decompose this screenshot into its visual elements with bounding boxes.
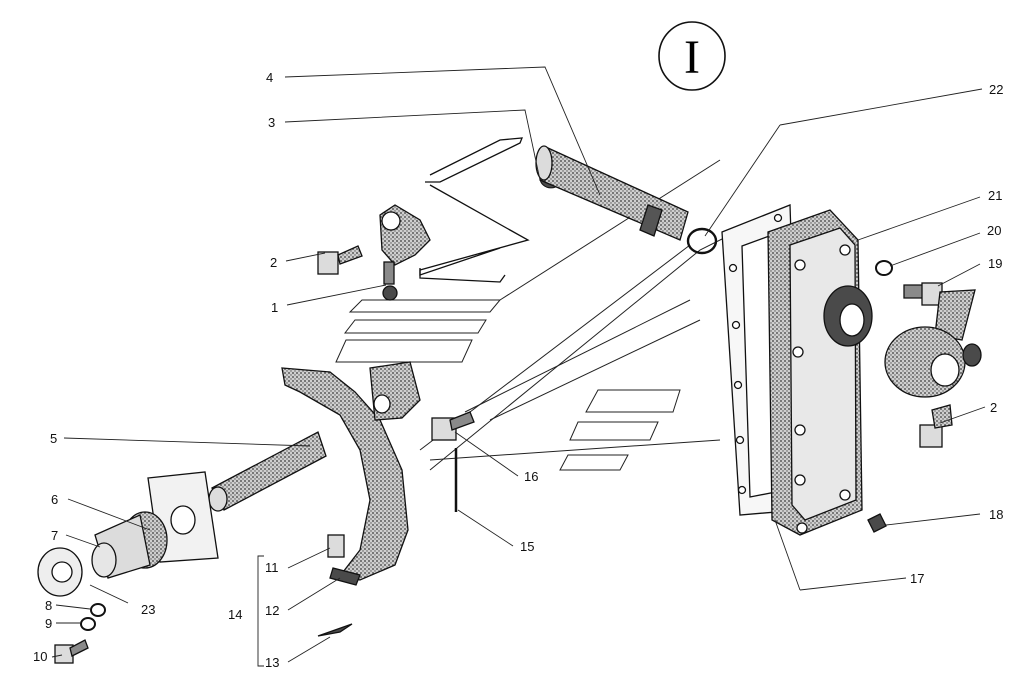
washer-part-8 (90, 603, 106, 617)
callout-3: 3 (268, 115, 275, 130)
callout-8: 8 (45, 598, 52, 613)
snap-ring-part (686, 227, 718, 255)
section-marker: I (658, 21, 726, 91)
callout-22: 22 (989, 82, 1003, 97)
callout-10: 10 (33, 649, 47, 664)
callout-4: 4 (266, 70, 273, 85)
shaft-part (535, 145, 689, 241)
callout-9: 9 (45, 616, 52, 631)
screw-part-11 (327, 534, 345, 558)
bolt-part-2a (317, 245, 363, 275)
callout-17: 17 (910, 571, 924, 586)
cover-housing-part (767, 209, 873, 536)
shift-fork-part (281, 361, 421, 581)
bolt-part-10 (54, 639, 89, 664)
bolt-part-16 (431, 411, 475, 441)
bolt-part-19 (903, 282, 943, 306)
wire-pin-part (419, 137, 530, 283)
callout-14: 14 (228, 607, 242, 622)
section-marker-label: I (684, 31, 700, 84)
washer-part-20 (875, 260, 893, 276)
callout-16: 16 (524, 469, 538, 484)
callout-15: 15 (520, 539, 534, 554)
shift-rod-part (208, 431, 327, 512)
callout-21: 21 (988, 188, 1002, 203)
outer-lever-part (884, 289, 982, 398)
callout-1: 1 (271, 300, 278, 315)
group-bracket-14 (257, 555, 264, 667)
bolt-part-2b (919, 404, 953, 448)
spring-part-13 (317, 623, 353, 637)
callout-6: 6 (51, 492, 58, 507)
callout-13: 13 (265, 655, 279, 670)
bushing-part-7 (91, 511, 168, 579)
leader-lines (51, 66, 986, 663)
flange-part-23 (37, 547, 83, 597)
dowel-part-18 (867, 513, 887, 533)
callout-23: 23 (141, 602, 155, 617)
callout-19: 19 (988, 256, 1002, 271)
callout-12: 12 (265, 603, 279, 618)
callout-7: 7 (51, 528, 58, 543)
callout-11: 11 (265, 560, 279, 575)
washer-part-9 (80, 617, 96, 631)
callout-18: 18 (989, 507, 1003, 522)
plate-part-12 (329, 567, 361, 586)
callout-2b: 2 (990, 400, 997, 415)
callout-labels: 1 2 2 3 4 5 6 7 8 9 10 11 12 13 14 15 16… (33, 70, 1003, 670)
callout-20: 20 (987, 223, 1001, 238)
callout-5: 5 (50, 431, 57, 446)
callout-2a: 2 (270, 255, 277, 270)
selector-lever-part (379, 204, 431, 301)
